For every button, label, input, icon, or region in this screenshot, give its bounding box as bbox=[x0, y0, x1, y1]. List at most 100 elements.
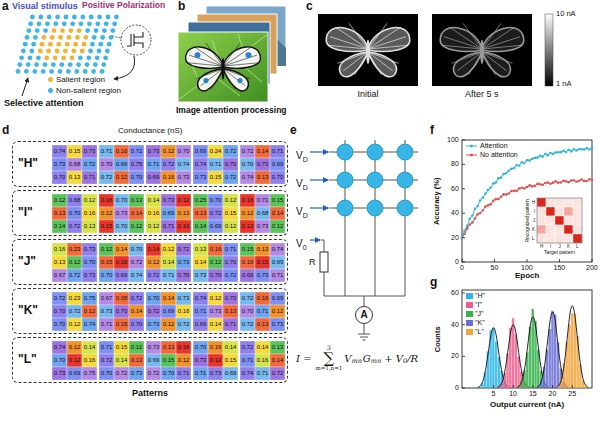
axis-tick bbox=[462, 188, 465, 189]
heatmap-cell bbox=[67, 341, 82, 354]
heatmap-cell bbox=[240, 207, 255, 220]
memristor-cell bbox=[397, 144, 413, 160]
conductance-value: 0.75 bbox=[129, 158, 144, 171]
legend-swatch bbox=[48, 88, 53, 93]
conductance-value: 0.70 bbox=[161, 367, 176, 380]
data-marker bbox=[578, 148, 581, 151]
non-salient-dot bbox=[100, 69, 105, 74]
salient-dot bbox=[58, 35, 63, 40]
conductance-value: 0.69 bbox=[161, 305, 176, 318]
heatmap-cell bbox=[223, 292, 238, 305]
heatmap-cell bbox=[114, 318, 129, 331]
conductance-value: 0.73 bbox=[82, 269, 97, 282]
heatmap-cell bbox=[161, 292, 176, 305]
conductance-value: 0.13 bbox=[193, 243, 208, 256]
data-marker bbox=[536, 156, 539, 159]
heatmap-cell bbox=[99, 194, 114, 207]
panel-title: Positive Polarization bbox=[82, 1, 165, 11]
upper-wing bbox=[186, 47, 223, 68]
conductance-value: 0.16 bbox=[240, 256, 255, 269]
non-salient-dot bbox=[103, 55, 108, 60]
non-salient-dot bbox=[98, 42, 103, 47]
conductance-value: 0.14 bbox=[52, 220, 67, 233]
heatmap-cell bbox=[67, 158, 82, 171]
conductance-value: 0.13 bbox=[240, 220, 255, 233]
heatmap-cell bbox=[82, 158, 97, 171]
conductance-value: 0.73 bbox=[255, 220, 270, 233]
conductance-value: 0.71 bbox=[99, 318, 114, 331]
conductance-value: 0.12 bbox=[270, 305, 285, 318]
heatmap-cell bbox=[270, 145, 285, 158]
conductance-value: 0.72 bbox=[82, 158, 97, 171]
conductance-value: 0.72 bbox=[240, 318, 255, 331]
gaussian-fit bbox=[537, 312, 569, 387]
heatmap-cell bbox=[82, 292, 97, 305]
conductance-value: 0.12 bbox=[146, 256, 161, 269]
heatmap-cell bbox=[52, 171, 67, 184]
conductance-value: 0.74 bbox=[193, 292, 208, 305]
conductance-value: 0.67 bbox=[99, 292, 114, 305]
non-salient-dot bbox=[95, 21, 100, 26]
heatmap-cell bbox=[255, 354, 270, 367]
math-symbol: m=1,n=1 bbox=[316, 366, 343, 372]
data-marker bbox=[518, 164, 521, 167]
axis-tick bbox=[462, 356, 465, 357]
data-marker bbox=[570, 150, 573, 153]
heatmap-cell bbox=[114, 207, 129, 220]
heatmap-cell bbox=[161, 341, 176, 354]
conductance-value: 0.70 bbox=[193, 341, 208, 354]
butterfly-wing-pair bbox=[482, 23, 524, 76]
plot-frame bbox=[462, 140, 592, 262]
axis-tick-label: 20 bbox=[451, 234, 459, 242]
conductance-value: 0.71 bbox=[255, 367, 270, 380]
data-marker bbox=[570, 179, 573, 182]
conductance-value: 0.08 bbox=[114, 292, 129, 305]
wing-spot bbox=[246, 52, 252, 58]
conductance-value: 0.12 bbox=[99, 207, 114, 220]
conductance-value: 0.12 bbox=[208, 354, 223, 367]
conductance-value: 0.14 bbox=[193, 220, 208, 233]
legend-label: No attention bbox=[480, 151, 518, 159]
conductance-value: 0.71 bbox=[82, 171, 97, 184]
conductance-value: 0.14 bbox=[208, 318, 223, 331]
lower-wing bbox=[482, 52, 510, 77]
data-marker bbox=[588, 178, 591, 181]
axis-tick-label: 5 bbox=[492, 390, 496, 398]
gaussian-fit bbox=[557, 306, 589, 388]
conductance-value: 0.70 bbox=[176, 145, 191, 158]
heatmap-cell bbox=[129, 367, 144, 380]
salient-dot bbox=[73, 42, 78, 47]
data-marker bbox=[518, 187, 521, 190]
heatmap-cell bbox=[129, 305, 144, 318]
heatmap-cell bbox=[223, 158, 238, 171]
voltage-subscript: 0 bbox=[303, 244, 307, 251]
conductance-value: 0.72 bbox=[67, 305, 82, 318]
non-salient-dot bbox=[58, 69, 63, 74]
data-marker bbox=[523, 162, 526, 165]
heatmap-cell bbox=[99, 220, 114, 233]
math-symbol: V bbox=[344, 353, 351, 364]
non-salient-dot bbox=[74, 69, 79, 74]
non-salient-dot bbox=[114, 15, 119, 20]
heatmap-cell bbox=[240, 145, 255, 158]
data-marker bbox=[544, 182, 547, 185]
axis-tick-label: 50 bbox=[491, 264, 499, 272]
axis-tick bbox=[494, 259, 495, 262]
data-marker bbox=[588, 148, 591, 151]
histogram-bar bbox=[551, 311, 553, 388]
formula: I =3∑m=1,n=1VmnGmn+ V0/R bbox=[296, 345, 418, 372]
heatmap-cell bbox=[176, 145, 191, 158]
heatmap-cell bbox=[129, 145, 144, 158]
heatmap-cell bbox=[255, 171, 270, 184]
heatmap-cell bbox=[240, 220, 255, 233]
generated-graphics bbox=[16, 15, 594, 388]
conductance-value: 0.14 bbox=[114, 243, 129, 256]
heatmap-cell bbox=[52, 256, 67, 269]
butterfly-body bbox=[221, 58, 224, 80]
confusion-cell bbox=[564, 234, 573, 243]
conductance-value: 0.72 bbox=[129, 292, 144, 305]
heatmap-cell bbox=[129, 207, 144, 220]
wing-veins bbox=[223, 43, 259, 89]
data-marker bbox=[463, 230, 466, 233]
conductance-value: 0.72 bbox=[176, 318, 191, 331]
